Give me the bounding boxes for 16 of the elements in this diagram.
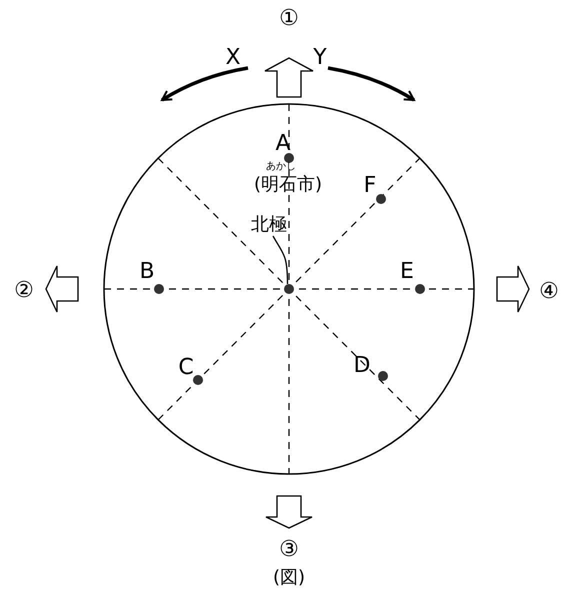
label: ② xyxy=(14,280,34,302)
label: (明石市) xyxy=(254,176,322,194)
label: C xyxy=(178,357,194,379)
label: ① xyxy=(279,8,299,30)
term-label: 北極 xyxy=(248,214,290,236)
caption: (図) xyxy=(272,569,306,587)
label: E xyxy=(400,261,414,283)
label: ④ xyxy=(539,281,559,303)
label: F xyxy=(364,175,376,197)
label: A xyxy=(275,133,291,155)
label: Y xyxy=(313,47,327,69)
label: ③ xyxy=(279,539,299,561)
label: D xyxy=(354,355,370,377)
label: X xyxy=(225,47,241,69)
leader-line xyxy=(272,236,288,284)
label: B xyxy=(139,261,155,283)
